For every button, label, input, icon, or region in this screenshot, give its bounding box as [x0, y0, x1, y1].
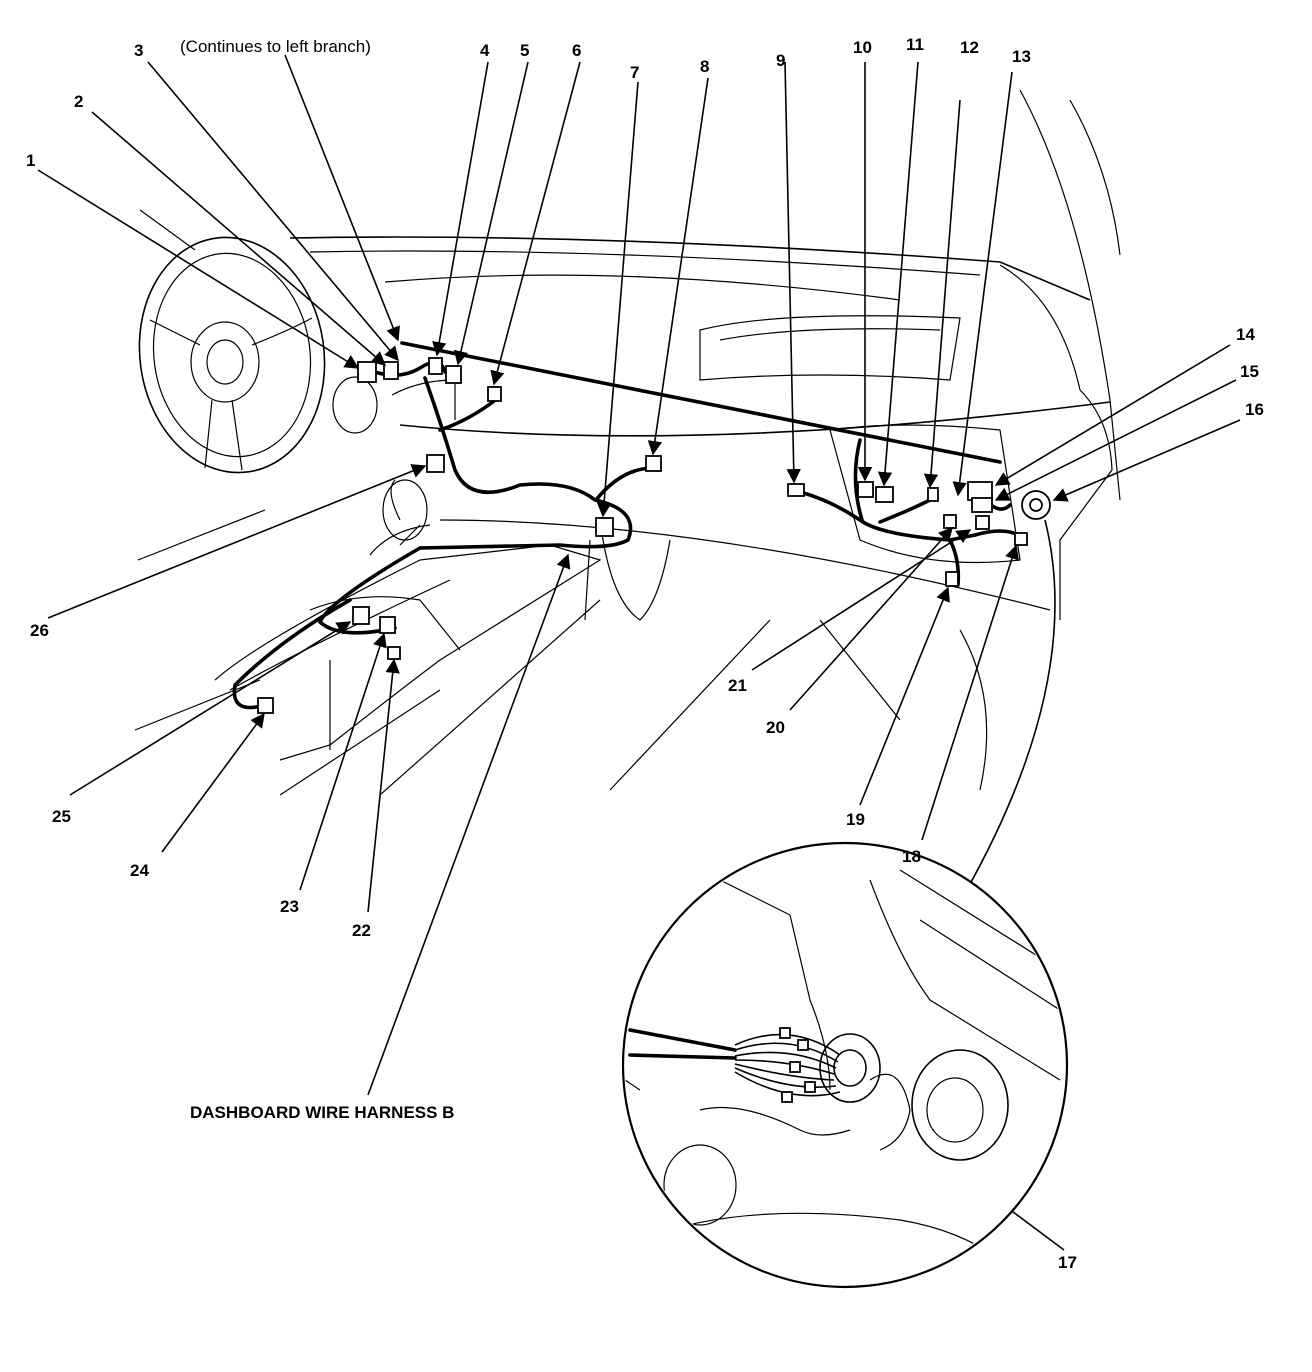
- callout-6: 6: [572, 41, 581, 60]
- callout-20: 20: [766, 718, 785, 737]
- callout-5: 5: [520, 41, 529, 60]
- connector-3: [428, 357, 443, 375]
- harness-title: DASHBOARD WIRE HARNESS B: [190, 1103, 454, 1122]
- connector-26: [426, 454, 445, 473]
- callout-labels: 1 2 3 4 5 6 7 8 9 10 11 12 13 14 15 16 1…: [26, 35, 1264, 1272]
- callout-9: 9: [776, 51, 785, 70]
- connector-9: [787, 483, 805, 497]
- connector-10: [857, 481, 874, 498]
- callout-14: 14: [1236, 325, 1255, 344]
- connector-23: [352, 606, 370, 625]
- connector-8: [645, 455, 662, 472]
- detail-inset: [621, 841, 1069, 1289]
- callout-1: 1: [26, 151, 35, 170]
- connector-1: [357, 361, 377, 383]
- callout-25: 25: [52, 807, 71, 826]
- callout-17: 17: [1058, 1253, 1077, 1272]
- connector-22b: [387, 646, 401, 660]
- connector-11: [875, 486, 894, 503]
- callout-18: 18: [902, 847, 921, 866]
- callout-10: 10: [853, 38, 872, 57]
- callout-19: 19: [846, 810, 865, 829]
- callout-23: 23: [280, 897, 299, 916]
- connectors: [257, 357, 1051, 714]
- connector-19: [945, 571, 959, 587]
- connector-22: [379, 616, 396, 634]
- callout-2: 2: [74, 92, 83, 111]
- callout-3: 3: [134, 41, 143, 60]
- connector-6: [487, 386, 502, 402]
- callout-4: 4: [480, 41, 490, 60]
- connector-7: [595, 517, 614, 537]
- callout-12: 12: [960, 38, 979, 57]
- callout-26: 26: [30, 621, 49, 640]
- connector-15: [971, 497, 993, 513]
- connector-21: [975, 515, 990, 530]
- callout-13: 13: [1012, 47, 1031, 66]
- callout-11: 11: [906, 35, 924, 54]
- connector-2: [383, 361, 399, 380]
- callout-8: 8: [700, 57, 709, 76]
- continues-note: (Continues to left branch): [180, 37, 371, 56]
- callout-24: 24: [130, 861, 149, 880]
- connector-24: [257, 697, 274, 714]
- connector-18: [1014, 532, 1028, 546]
- callout-16: 16: [1245, 400, 1264, 419]
- callout-7: 7: [630, 63, 639, 82]
- connector-20: [943, 514, 957, 529]
- leader-lines: [37, 54, 1241, 1251]
- callout-22: 22: [352, 921, 371, 940]
- connector-5: [445, 365, 462, 384]
- callout-21: 21: [728, 676, 747, 695]
- wire-harness: [232, 341, 1027, 710]
- connector-12: [927, 487, 939, 502]
- callout-15: 15: [1240, 362, 1259, 381]
